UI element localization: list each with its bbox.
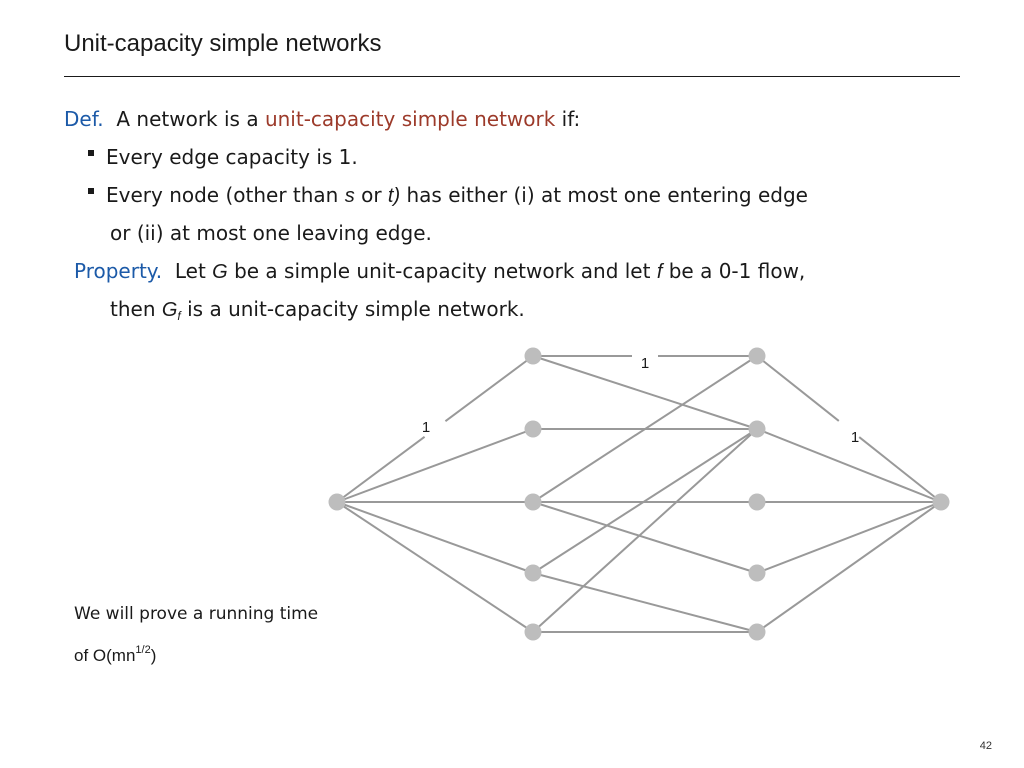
edge-b4-t bbox=[756, 501, 942, 574]
node-a3 bbox=[524, 493, 542, 511]
property-line: Property. Let G be a simple unit-capacit… bbox=[74, 259, 805, 284]
bullet-text: Every edge capacity is 1. bbox=[106, 145, 358, 169]
node-b2 bbox=[748, 420, 766, 438]
running-time-prefix: of O(mn bbox=[74, 646, 136, 665]
bullet-or: or bbox=[361, 183, 382, 207]
property-mid: be a simple unit-capacity network and le… bbox=[234, 259, 651, 283]
title-divider bbox=[64, 76, 960, 77]
bullet-marker bbox=[88, 188, 94, 194]
edge-s-a2 bbox=[336, 428, 534, 503]
edge-capacity-label-b1-t: 1 bbox=[851, 429, 859, 446]
property-then: then bbox=[110, 297, 156, 321]
edge-a3-b1 bbox=[532, 355, 758, 503]
node-a5 bbox=[524, 623, 542, 641]
edge-b1-t bbox=[756, 355, 840, 422]
node-s bbox=[328, 493, 346, 511]
bullet-text-part2: has either (i) at most one entering edge bbox=[406, 183, 808, 207]
edge-b1-t bbox=[858, 436, 942, 503]
bullet-marker bbox=[88, 150, 94, 156]
edge-s-a1 bbox=[336, 435, 426, 503]
node-b1 bbox=[748, 347, 766, 365]
property-label: Property. bbox=[74, 259, 163, 283]
bullet-item-2-continuation: or (ii) at most one leaving edge. bbox=[110, 221, 432, 245]
residual-graph-subscript: f bbox=[177, 309, 181, 323]
node-b4 bbox=[748, 564, 766, 582]
bullet-item-1: Every edge capacity is 1. bbox=[88, 145, 358, 169]
residual-graph-base: G bbox=[161, 299, 178, 321]
residual-graph-symbol: Gf bbox=[161, 299, 181, 323]
edge-b2-t bbox=[756, 428, 942, 503]
bullet-text-part1: Every node (other than bbox=[106, 183, 339, 207]
property-conclusion: is a unit-capacity simple network. bbox=[187, 297, 525, 321]
definition-line: Def. A network is a unit-capacity simple… bbox=[64, 107, 580, 131]
slide-title: Unit-capacity simple networks bbox=[64, 30, 382, 57]
property-let: Let bbox=[174, 259, 206, 283]
graph-G-symbol: G bbox=[212, 261, 228, 283]
node-b3 bbox=[748, 493, 766, 511]
def-intro-before: A network is a bbox=[116, 107, 259, 131]
def-label: Def. bbox=[64, 107, 104, 131]
edge-a4-b5 bbox=[532, 572, 758, 633]
node-a4 bbox=[524, 564, 542, 582]
node-b5 bbox=[748, 623, 766, 641]
edge-b5-t bbox=[756, 501, 942, 633]
node-a2 bbox=[524, 420, 542, 438]
page-number: 42 bbox=[979, 740, 992, 752]
node-t bbox=[932, 493, 950, 511]
running-time-exponent: 1/2 bbox=[135, 644, 151, 656]
property-end: be a 0-1 flow, bbox=[668, 259, 806, 283]
def-intro-after: if: bbox=[561, 107, 581, 131]
edge-s-a4 bbox=[336, 501, 534, 574]
running-time-note-line1: We will prove a running time bbox=[74, 604, 319, 624]
edge-s-a5 bbox=[336, 501, 534, 633]
node-t-symbol: t) bbox=[387, 185, 401, 207]
edge-a5-b2 bbox=[532, 428, 758, 633]
node-s-symbol: s bbox=[344, 185, 355, 207]
edge-a3-b4 bbox=[532, 501, 758, 574]
node-a1 bbox=[524, 347, 542, 365]
edge-a4-b2 bbox=[532, 428, 758, 574]
running-time-suffix: ) bbox=[150, 646, 157, 665]
def-term: unit-capacity simple network bbox=[264, 107, 556, 131]
edge-capacity-label-s-a1: 1 bbox=[422, 419, 430, 436]
edge-a1-b2 bbox=[532, 355, 758, 430]
property-continuation: then Gf is a unit-capacity simple networ… bbox=[110, 297, 525, 328]
flow-f-symbol: f bbox=[656, 261, 663, 283]
bullet-item-2: Every node (other than s or t) has eithe… bbox=[88, 183, 808, 208]
running-time-note-line2: of O(mn1/2) bbox=[74, 644, 156, 666]
edge-s-a1 bbox=[444, 355, 534, 423]
edge-capacity-label-a1-b1: 1 bbox=[641, 355, 649, 372]
